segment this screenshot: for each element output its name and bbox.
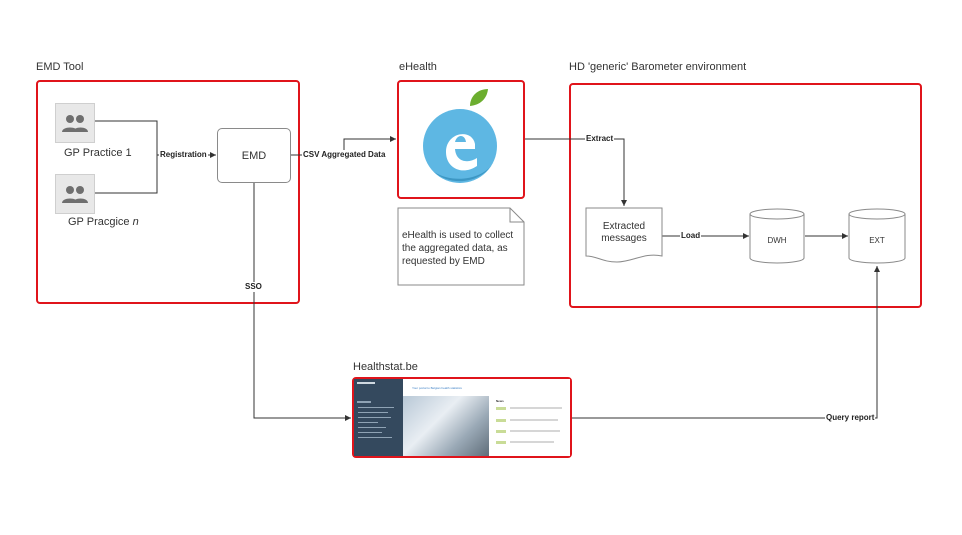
edge-extract [525,138,627,206]
note-line-2: the aggregated data, as [402,243,508,254]
extracted-messages-line-2: messages [601,233,647,244]
gp-practice-1-tile [55,103,95,143]
gp-practice-n-italic: n [132,216,139,228]
users-icon [62,115,88,132]
edge-query [572,266,880,419]
thumb-sidebar [354,379,403,456]
thumb-photo [403,396,489,456]
group-title-healthstat: Healthstat.be [353,361,418,373]
extracted-messages-shape [585,207,663,263]
gp-practice-n-tile [55,174,95,214]
edge-label-registration: Registration [159,150,208,160]
group-title-emd-tool: EMD Tool [36,61,84,73]
healthstat-group [352,377,572,458]
edge-label-extract: Extract [585,134,615,144]
healthstat-screenshot: Your portal to Belgian health statistics… [354,379,570,456]
edge-label-sso: SSO [244,282,263,292]
edge-label-query: Query report [825,413,876,423]
ehealth-group [397,80,525,199]
ehealth-logo [410,86,510,194]
ehealth-logo-icon [423,89,497,183]
users-icon [62,186,88,203]
emd-tool-group [36,80,300,304]
note-line-3: requested by EMD [402,256,485,267]
gp-practice-n-text: GP Pracgice [68,216,133,228]
note-line-1: eHealth is used to collect [402,230,514,241]
ext-label: EXT [869,236,885,245]
dwh-label: DWH [767,236,787,245]
emd-node: EMD [217,128,291,183]
note-shape [397,207,525,286]
edge-label-load: Load [680,231,702,241]
gp-practice-1-label: GP Practice 1 [64,147,132,159]
edge-label-csv: CSV Aggregated Data [302,150,387,160]
thumb-section: News [496,399,504,403]
group-title-hd-env: HD 'generic' Barometer environment [569,61,747,73]
dwh-cylinder [749,208,805,264]
group-title-ehealth: eHealth [399,61,437,73]
edge-gp1 [95,120,158,194]
ext-cylinder [848,208,906,264]
gp-practice-n-label: GP Pracgice n [68,216,139,228]
thumb-headline: Your portal to Belgian health statistics [412,386,462,390]
extracted-messages-line-1: Extracted [602,221,646,232]
hd-env-group [569,83,922,308]
edge-sso [253,183,351,421]
